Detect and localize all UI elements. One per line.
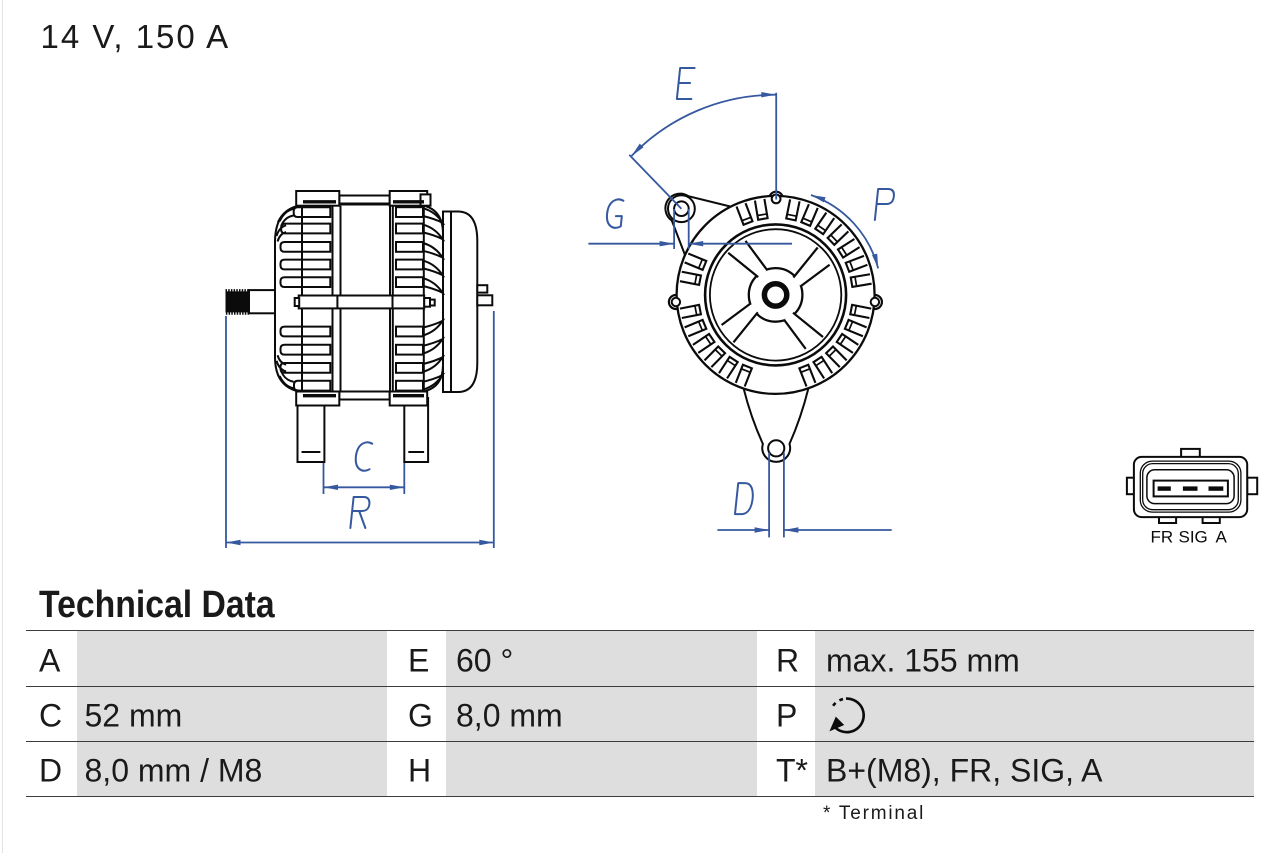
svg-text:H: H (408, 753, 431, 789)
svg-text:G: G (408, 698, 433, 734)
svg-text:52 mm: 52 mm (85, 698, 183, 734)
svg-text:* Terminal: * Terminal (823, 803, 925, 824)
svg-text:A: A (39, 643, 61, 679)
svg-text:SIG: SIG (1179, 528, 1208, 547)
svg-text:B+(M8), FR, SIG, A: B+(M8), FR, SIG, A (826, 753, 1103, 789)
svg-text:8,0 mm / M8: 8,0 mm / M8 (85, 753, 263, 789)
svg-text:max. 155 mm: max. 155 mm (826, 643, 1020, 679)
svg-text:8,0 mm: 8,0 mm (456, 698, 563, 734)
svg-text:D: D (39, 753, 62, 789)
svg-text:E: E (408, 643, 429, 679)
svg-text:R: R (776, 643, 799, 679)
svg-text:60 °: 60 ° (456, 643, 513, 679)
svg-text:P: P (776, 698, 797, 734)
svg-text:C: C (39, 698, 62, 734)
svg-text:FR: FR (1151, 528, 1174, 547)
svg-text:T*: T* (776, 753, 808, 789)
svg-text:A: A (1216, 528, 1228, 547)
